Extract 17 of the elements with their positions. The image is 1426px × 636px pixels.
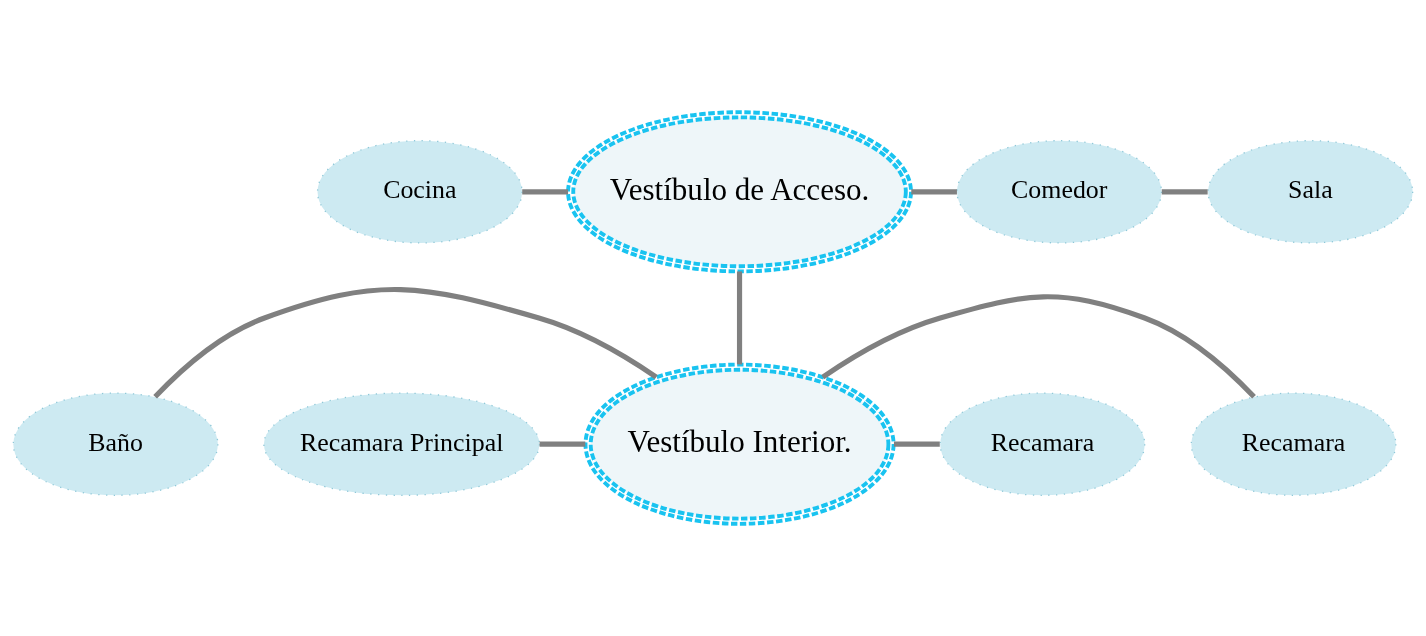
node-ellipse: Recamara Principal	[263, 392, 541, 496]
connector	[522, 189, 569, 195]
node-ellipse: Recamara	[939, 392, 1146, 496]
node-ellipse: Baño	[12, 392, 219, 496]
node-ellipse: Recamara	[1190, 392, 1397, 496]
node-ellipse: Vestíbulo de Acceso.	[566, 110, 913, 274]
connector	[1161, 189, 1208, 195]
connector	[736, 271, 743, 365]
node-ellipse: Comedor	[956, 140, 1163, 244]
node-ellipse: Vestíbulo Interior.	[583, 362, 896, 526]
connector	[911, 189, 957, 195]
connector	[539, 441, 586, 447]
node-ellipse: Sala	[1207, 140, 1414, 244]
connector	[893, 441, 940, 447]
connector	[821, 294, 1256, 399]
node-ellipse: Cocina	[316, 140, 523, 244]
connector	[153, 287, 658, 399]
